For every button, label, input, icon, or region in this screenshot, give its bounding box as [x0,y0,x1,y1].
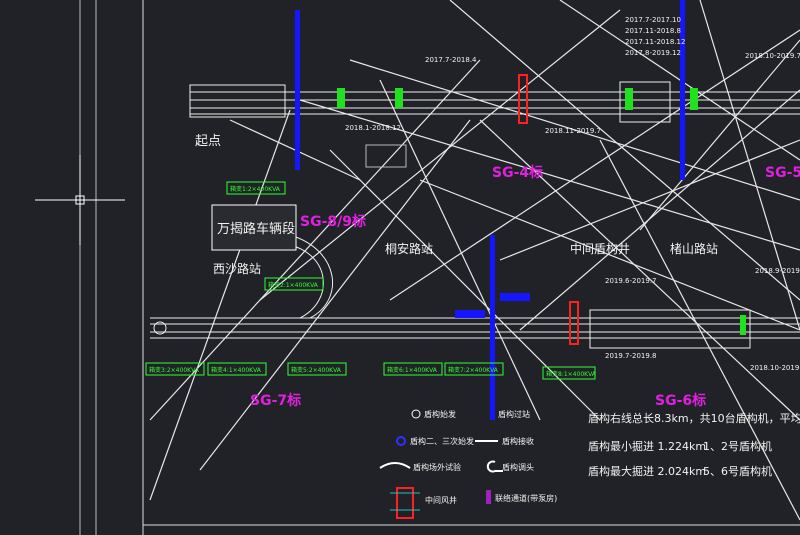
hatched-area [365,144,407,168]
leader-line [519,89,800,331]
legend-pass: 盾构过站 [498,409,530,419]
legend-turn: 盾构调头 [502,462,534,472]
section-label-sg6: SG-6标 [655,392,706,409]
leader-line [479,119,800,421]
date-label: 2018.10-2019.7 [745,52,800,60]
section-label-sg7: SG-7标 [250,392,301,409]
leader-line [499,139,800,261]
note-max-machines: 5、6号盾构机 [703,464,772,478]
leader-lines [149,0,800,521]
leader-line [389,29,800,301]
leader-line [699,0,800,331]
station-mid-shaft: 中间盾构井 [570,241,630,256]
shield-shafts [295,0,685,420]
upper-track [189,81,800,123]
leader-line [599,139,800,521]
date-label: 2017.11-2018.8 [625,27,681,35]
power-box-label: 箱变3:2×400KVA [149,366,200,374]
date-label: 2019.6-2019.7 [605,277,657,285]
legend-receive: 盾构接收 [502,436,534,446]
leader-line [329,149,601,421]
section-label-sg89: SG-8/9标 [300,213,366,230]
leader-line [419,179,800,331]
power-box-label: 箱变2:1×400KVA [268,281,319,289]
depot-box: 万揭路车辆段 [211,204,297,251]
station-xisha: 西沙路站 [213,261,261,276]
leader-line [379,79,541,421]
date-label: 2019.7-2019.8 [605,352,657,360]
power-box-label: 箱变1:2×400KVA [230,185,281,193]
legend-relaunch: 盾构二、三次始发 [410,436,474,446]
leader-line [149,109,291,501]
power-box-label: 箱变4:1×400KVA [211,366,262,374]
leader-line [299,99,800,251]
section-label-sg4: SG-4标 [492,164,543,181]
power-boxes: 箱变1:2×400KVA 箱变2:1×400KVA 箱变3:2×400KVA 箱… [145,181,597,380]
vent-shafts [396,74,579,519]
date-label: 2017.7-2018.4 [425,56,477,64]
power-box-label: 箱变5:2×400KVA [291,366,342,374]
date-label: 2017.11-2018.12 [625,38,685,46]
leader-line [259,9,621,301]
start-label: 起点 [195,134,221,149]
date-label: 2017.7-2017.10 [625,16,681,24]
note-min-machines: 1、2号盾构机 [703,439,772,453]
schedule-dates: 2017.7-2018.4 2018.1-2018.12 2018.11-201… [345,16,800,372]
note-total: 盾构右线总长8.3km，共10台盾构机，平均掘进1.66km [588,411,800,425]
leader-line [199,119,471,471]
legend: 盾构始发 盾构二、三次始发 盾构场外试验 盾构过站 盾构接收 盾构调头 中间风井… [379,409,557,511]
date-label: 2018.1-2018.12 [345,124,401,132]
tunnel-segments [337,88,746,335]
legend-cross: 联络通道(带泵房) [495,493,557,503]
summary-notes: 盾构右线总长8.3km，共10台盾构机，平均掘进1.66km 盾构最小掘进 1.… [588,411,800,478]
legend-vent: 中间风井 [425,495,457,505]
leader-line [639,39,800,231]
note-max: 盾构最大掘进 2.024km [588,464,706,478]
power-box-label: 箱变7:2×400KVA [448,366,499,374]
leader-line [349,59,800,201]
station-tongan: 桐安路站 [385,241,433,256]
depot-label: 万揭路车辆段 [217,221,295,237]
crosshair-cursor-icon [35,155,125,245]
date-label: 2017.8-2019.12 [625,49,681,57]
power-box-label: 箱变8:1×400KVA [546,370,597,378]
leader-line [449,0,800,301]
power-box-label: 箱变6:1×400KVA [387,366,438,374]
station-zhushan: 楮山路站 [670,241,718,256]
section-label-sg5: SG-5 [765,165,800,181]
legend-trial: 盾构场外试验 [413,462,461,472]
note-min: 盾构最小掘进 1.224km [588,439,706,453]
date-label: 2018.9-2019.4 [755,267,800,275]
leader-line [149,59,481,421]
legend-launch: 盾构始发 [424,409,456,419]
date-label: 2018.10-2019.5 [750,364,800,372]
date-label: 2018.11-2019.7 [545,127,601,135]
